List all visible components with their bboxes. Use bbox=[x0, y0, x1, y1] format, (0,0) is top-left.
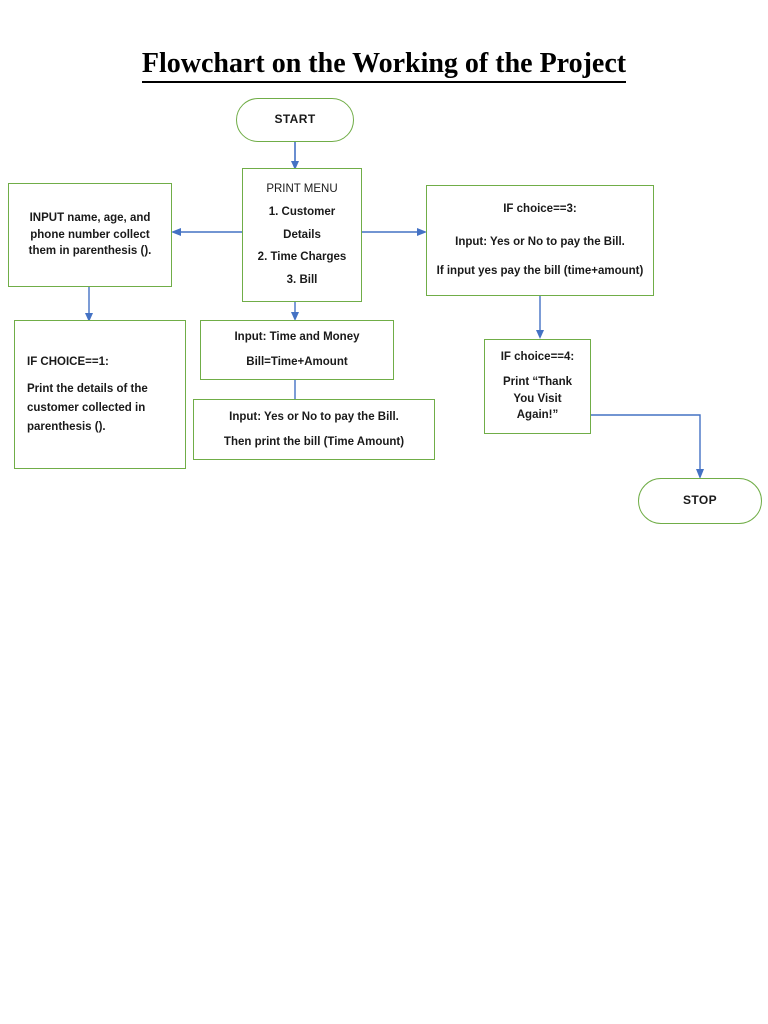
node-choice-3-line-2: Input: Yes or No to pay the Bill. bbox=[455, 236, 625, 249]
node-choice-1-line-1: Print the details of the bbox=[27, 383, 148, 396]
node-choice-3-line-3: If input yes pay the bill (time+amount) bbox=[436, 264, 644, 277]
connector-print-menu-to-time-money bbox=[288, 301, 306, 323]
node-print-menu[interactable]: PRINT MENU 1. Customer Details 2. Time C… bbox=[242, 168, 362, 302]
node-print-menu-item-1b: Details bbox=[283, 228, 321, 241]
node-choice-4-line-2: You Visit bbox=[513, 392, 562, 405]
node-choice-3-line-1: IF choice==3: bbox=[503, 203, 577, 216]
node-time-money-line-2: Bill=Time+Amount bbox=[246, 356, 348, 368]
node-choice-4[interactable]: IF choice==4: Print “Thank You Visit Aga… bbox=[484, 339, 591, 434]
node-print-menu-item-2: 2. Time Charges bbox=[257, 251, 347, 264]
connector-choice3-to-choice4 bbox=[533, 295, 551, 341]
node-print-menu-item-1a: 1. Customer bbox=[268, 205, 336, 218]
node-start[interactable]: START bbox=[236, 98, 354, 142]
node-print-menu-item-3: 3. Bill bbox=[286, 274, 318, 286]
node-choice-1[interactable]: IF CHOICE==1: Print the details of the c… bbox=[14, 320, 186, 469]
node-choice-1-heading: IF CHOICE==1: bbox=[27, 355, 109, 368]
node-stop[interactable]: STOP bbox=[638, 478, 762, 524]
node-choice-4-line-1: Print “Thank bbox=[502, 375, 572, 388]
node-choice-1-line-2: customer collected in bbox=[27, 402, 146, 414]
node-input-details-line-2: phone number collect bbox=[30, 228, 150, 241]
node-input-details-line-1: INPUT name, age, and bbox=[29, 211, 151, 224]
node-stop-label: STOP bbox=[682, 493, 718, 508]
connector-print-menu-to-choice3 bbox=[360, 224, 430, 240]
connector-choice4-to-stop bbox=[590, 406, 715, 486]
node-print-menu-heading: PRINT MENU bbox=[266, 183, 338, 196]
node-input-details[interactable]: INPUT name, age, and phone number collec… bbox=[8, 183, 172, 287]
node-time-money-line-1: Input: Time and Money bbox=[234, 331, 360, 344]
connector-time-money-to-pay-bill bbox=[288, 379, 306, 401]
node-choice-1-line-3: parenthesis (). bbox=[27, 420, 106, 433]
node-time-money[interactable]: Input: Time and Money Bill=Time+Amount bbox=[200, 320, 394, 380]
node-choice-4-heading: IF choice==4: bbox=[500, 351, 575, 364]
node-start-label: START bbox=[274, 112, 316, 127]
node-choice-3[interactable]: IF choice==3: Input: Yes or No to pay th… bbox=[426, 185, 654, 296]
node-pay-bill-line-2: Then print the bill (Time Amount) bbox=[223, 435, 405, 448]
node-input-details-line-3: them in parenthesis (). bbox=[28, 245, 152, 258]
connector-input-details-to-choice1 bbox=[82, 286, 100, 324]
connector-print-menu-to-input-details bbox=[168, 224, 248, 240]
connector-start-to-print-menu bbox=[288, 140, 308, 172]
node-pay-bill-line-1: Input: Yes or No to pay the Bill. bbox=[229, 410, 399, 423]
page-title-text: Flowchart on the Working of the Project bbox=[141, 48, 627, 83]
page-title: Flowchart on the Working of the Project bbox=[0, 48, 768, 83]
node-pay-bill[interactable]: Input: Yes or No to pay the Bill. Then p… bbox=[193, 399, 435, 460]
node-choice-4-line-3: Again!” bbox=[516, 409, 559, 422]
